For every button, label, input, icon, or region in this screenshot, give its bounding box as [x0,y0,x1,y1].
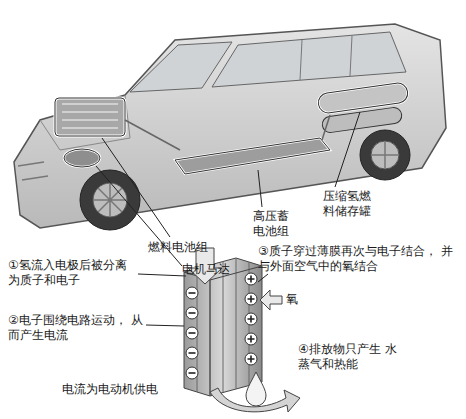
leader-lines [138,274,268,326]
part-label: 高压蓄 电池组 [253,209,293,239]
part-label: 电机马达 [182,262,242,277]
caption-note: 电流为电动机供电 [62,382,182,397]
step-callout: ②电子围绕电路运动， 从而产生电流 [8,313,144,343]
step-callout: ③质子穿过薄膜再次与电子结合， 并与外面空气中的氧结合 [258,244,458,274]
step-callout: ①氢流入电极后被分离 为质子和电子 [8,258,138,288]
part-label: 压缩氢燃 料储存罐 [323,189,375,219]
part-label: 燃料电池组 [148,240,218,255]
part-label: 氧 [286,292,306,307]
car-illustration [14,24,446,230]
step-callout: ④排放物只产生 水蒸气和热能 [298,342,398,372]
leader-lines [96,112,360,266]
